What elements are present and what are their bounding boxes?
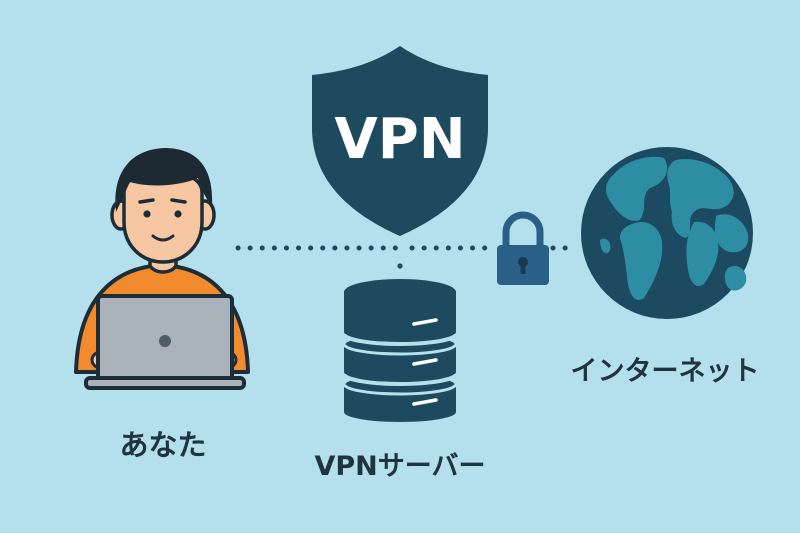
padlock-icon — [497, 211, 549, 285]
person-with-laptop-icon — [74, 148, 250, 390]
shield-icon: VPN — [312, 46, 488, 236]
you-label: あなた — [119, 428, 207, 462]
internet-label: インターネット — [570, 356, 760, 387]
shield-label: VPN — [334, 107, 465, 172]
connection-line-vertical — [397, 263, 403, 269]
vpn-server-label: VPNサーバー — [314, 451, 486, 482]
globe-icon — [581, 147, 753, 319]
database-server-icon — [342, 279, 458, 422]
